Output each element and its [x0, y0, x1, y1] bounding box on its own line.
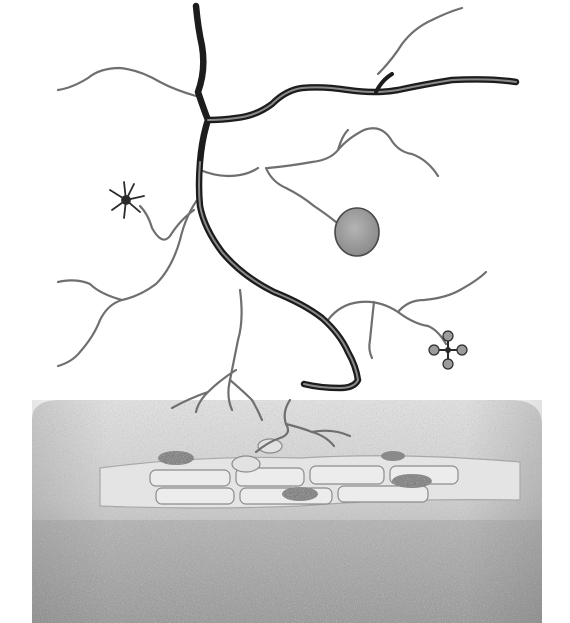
- star-terminal-center: [122, 196, 130, 204]
- star-terminal: [110, 182, 144, 218]
- main-axon-descending-highlight: [199, 162, 358, 388]
- cell-nucleus: [232, 456, 260, 472]
- dark-cell-cluster: [158, 451, 194, 465]
- branch-left-star: [200, 168, 258, 176]
- cross-terminal-bulb: [429, 345, 439, 355]
- branch-upper-right: [378, 8, 462, 74]
- cross-terminal: [429, 331, 467, 369]
- cell: [156, 488, 234, 504]
- branch-lower-right: [328, 302, 446, 344]
- dark-cell-cluster: [282, 487, 318, 501]
- main-axon-highlight: [208, 79, 516, 120]
- branch-left-long-sub: [58, 280, 122, 300]
- branch-lower-right-2: [398, 272, 486, 312]
- cell: [310, 466, 384, 484]
- dark-cell-cluster: [392, 474, 432, 488]
- cross-terminal-center: [445, 347, 451, 353]
- branch-lower-right-3: [369, 302, 374, 358]
- main-axon-outer: [196, 6, 516, 120]
- neuron-cell-body: [335, 208, 379, 256]
- branch-upper-left: [58, 68, 196, 96]
- soma: [335, 208, 379, 256]
- tissue-lower-band: [32, 520, 542, 623]
- main-axon: [196, 6, 516, 388]
- cell: [338, 486, 428, 502]
- cell-nucleus: [258, 439, 282, 453]
- cross-terminal-bulb: [443, 331, 453, 341]
- cell: [150, 470, 230, 486]
- branch-lower-center: [228, 290, 241, 410]
- dark-cell-cluster: [381, 451, 405, 461]
- thin-branches: [58, 8, 486, 452]
- cross-terminal-bulb: [457, 345, 467, 355]
- cross-terminal-bulb: [443, 359, 453, 369]
- branch-to-soma: [266, 168, 336, 222]
- branch-mid-right: [268, 128, 438, 176]
